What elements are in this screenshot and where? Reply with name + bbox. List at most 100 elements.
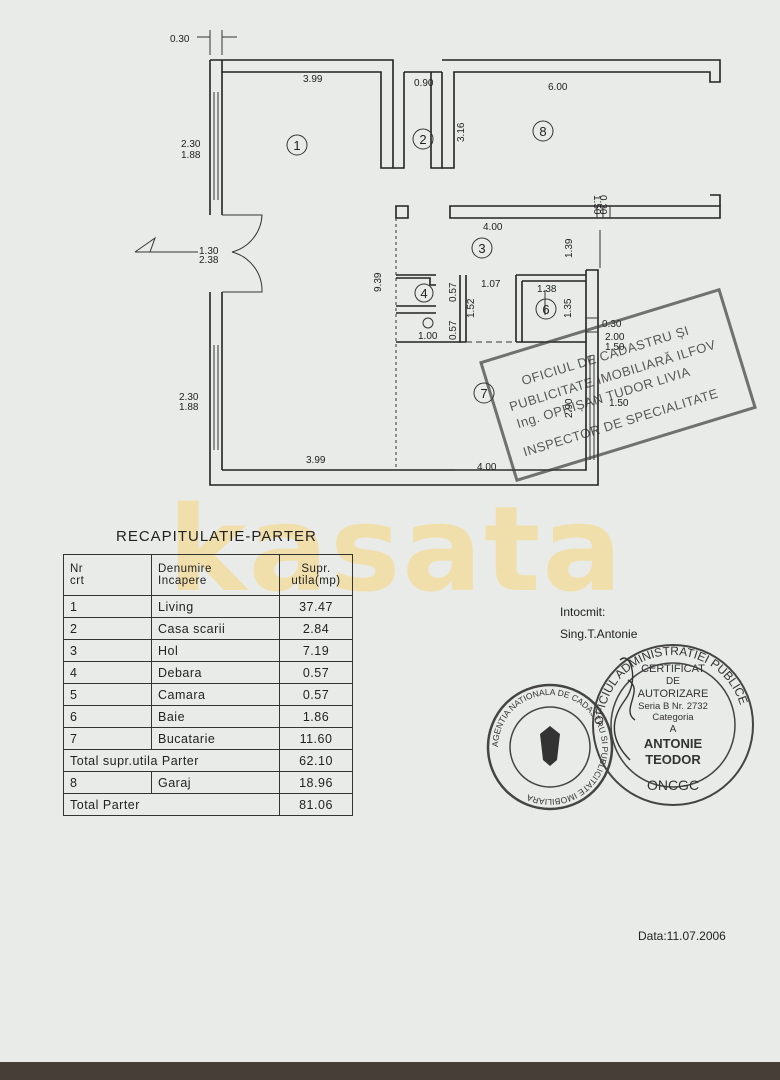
wall-room4-top bbox=[396, 274, 436, 286]
dim-wall-030-a: 0.30 bbox=[597, 195, 608, 215]
cert-line-6: A bbox=[670, 724, 677, 735]
table-row: 5 Camara 0.57 bbox=[63, 683, 353, 706]
row-name: Casa scarii bbox=[151, 617, 280, 640]
dim-room2-height: 3.16 bbox=[456, 122, 467, 142]
table-row: 8 Garaj 18.96 bbox=[63, 771, 353, 794]
dim-window-bottom-a: 2.30 bbox=[179, 392, 199, 403]
wall-stair bbox=[393, 71, 443, 169]
coat-of-arms-icon bbox=[540, 726, 560, 766]
door-left-upper bbox=[222, 214, 263, 253]
wall-left-top bbox=[209, 59, 223, 215]
pillar bbox=[395, 205, 409, 219]
dim-hol-width: 4.00 bbox=[483, 222, 503, 233]
cert-line-5: Categoria bbox=[652, 712, 694, 723]
wall-garage-top bbox=[442, 59, 721, 169]
handwritten-signature bbox=[613, 657, 636, 761]
row-nr: 8 bbox=[63, 771, 152, 794]
dim-wall-thickness: 0.30 bbox=[170, 34, 190, 45]
dim-bottom-left: 3.99 bbox=[306, 455, 326, 466]
wall-left-bottom bbox=[209, 292, 223, 482]
window-left-bottom bbox=[213, 345, 219, 450]
row-name: Camara bbox=[151, 683, 280, 706]
recap-table: Nr crt Denumire Incapere Supr. utila(mp)… bbox=[63, 554, 353, 816]
row-area: 2.84 bbox=[279, 617, 353, 640]
row-area: 0.57 bbox=[279, 661, 353, 684]
garage-door-mark bbox=[596, 206, 611, 218]
dim-room2-width: 0.90 bbox=[414, 78, 434, 89]
room-4-number: 4 bbox=[420, 286, 427, 301]
window-right bbox=[589, 355, 595, 460]
room-1-number: 1 bbox=[293, 138, 300, 153]
room-2-marker bbox=[412, 128, 434, 150]
toilet-fixture bbox=[422, 317, 434, 329]
table-header-row: Nr crt Denumire Incapere Supr. utila(mp) bbox=[63, 554, 353, 596]
dim-window-top-a: 2.30 bbox=[181, 139, 201, 150]
dim-room4: 0.57 bbox=[448, 282, 459, 302]
header-supr: Supr. utila(mp) bbox=[279, 554, 353, 596]
row-nr: 4 bbox=[63, 661, 152, 684]
row-name: Bucatarie bbox=[151, 727, 280, 750]
dim-kitchen-side2: 1.50 bbox=[609, 398, 629, 409]
room-7-number: 7 bbox=[480, 386, 487, 401]
room-8-number: 8 bbox=[539, 124, 546, 139]
cert-line-8: TEODOR bbox=[645, 752, 701, 767]
cert-line-2: DE bbox=[666, 676, 680, 687]
cert-line-4: Seria B Nr. 2732 bbox=[638, 701, 708, 712]
table-row: 7 Bucatarie 11.60 bbox=[63, 727, 353, 750]
room-8-marker bbox=[532, 120, 554, 142]
table-row: 6 Baie 1.86 bbox=[63, 705, 353, 728]
dim-room6-height: 1.35 bbox=[563, 298, 574, 318]
table-row: 1 Living 37.47 bbox=[63, 595, 353, 618]
row-name: Living bbox=[151, 595, 280, 618]
dim-room6-w2: 2.00 bbox=[605, 332, 625, 343]
row-name: Hol bbox=[151, 639, 280, 662]
dim-kitchen-side: 2.90 bbox=[564, 398, 575, 418]
room-1-marker bbox=[286, 134, 308, 156]
dim-door-a: 1.30 bbox=[199, 246, 219, 257]
dim-room1-width: 3.99 bbox=[303, 74, 323, 85]
dim-window-top-b: 1.88 bbox=[181, 150, 201, 161]
row-area: 1.86 bbox=[279, 705, 353, 728]
total-utila-row: Total supr.utila Parter 62.10 bbox=[63, 749, 353, 772]
dim-room5-width: 1.00 bbox=[418, 331, 438, 342]
room-4-marker bbox=[414, 283, 434, 303]
wall-right-bottom bbox=[209, 269, 599, 486]
row-area: 0.57 bbox=[279, 683, 353, 706]
row-nr: 6 bbox=[63, 705, 152, 728]
cert-line-9: ONCGC bbox=[647, 777, 699, 793]
row-area: 11.60 bbox=[279, 727, 353, 750]
row-name: Baie bbox=[151, 705, 280, 728]
dim-door-b: 2.38 bbox=[199, 255, 219, 266]
dim-room5: 0.57 bbox=[448, 320, 459, 340]
row-area: 37.47 bbox=[279, 595, 353, 618]
dim-total-height: 9.39 bbox=[373, 272, 384, 292]
wall-room6 bbox=[515, 274, 586, 342]
room-3-marker bbox=[471, 237, 493, 259]
dim-room4-height: 1.52 bbox=[466, 298, 477, 318]
door-left-lower bbox=[222, 251, 263, 293]
signer-name: Sing.T.Antonie bbox=[560, 627, 638, 641]
dim-wall-030-b: 1.50 bbox=[591, 195, 602, 215]
dim-room4-width: 1.07 bbox=[481, 279, 501, 290]
table-row: 2 Casa scarii 2.84 bbox=[63, 617, 353, 640]
row-nr: 1 bbox=[63, 595, 152, 618]
window-left-top bbox=[213, 92, 219, 200]
dim-bottom-right-label: 4.00 bbox=[477, 462, 497, 473]
row-area: 18.96 bbox=[279, 771, 353, 794]
recap-title: RECAPITULATIE-PARTER bbox=[116, 528, 317, 545]
wall-top-room1 bbox=[222, 59, 394, 169]
wall-garage-end bbox=[710, 194, 721, 206]
total-area: 81.06 bbox=[279, 793, 353, 816]
room-2-number: 2 bbox=[419, 132, 426, 147]
total-utila-area: 62.10 bbox=[279, 749, 353, 772]
dim-room6-w3: 1.50 bbox=[605, 342, 625, 353]
total-label: Total Parter bbox=[63, 793, 280, 816]
cert-line-7: ANTONIE bbox=[644, 736, 703, 751]
row-name: Garaj bbox=[151, 771, 280, 794]
vent-right bbox=[586, 317, 598, 333]
intocmit-label: Intocmit: bbox=[560, 605, 606, 619]
wall-room4-bottom bbox=[396, 305, 436, 314]
header-denumire: Denumire Incapere bbox=[151, 554, 280, 596]
